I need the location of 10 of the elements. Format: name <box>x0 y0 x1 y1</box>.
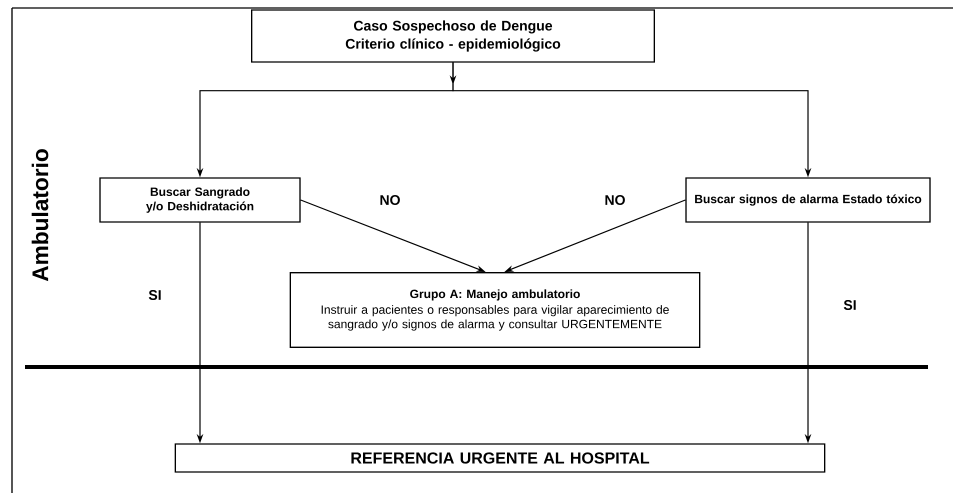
process-box: REFERENCIA URGENTE AL HOSPITAL <box>174 443 826 473</box>
process-box: Grupo A: Manejo ambulatorio Instruir a pacientes o responsables para vigilar aparecimiento de sangrado y/o signos de alarma y consultar URGENTEMENTE <box>290 272 700 348</box>
edge-label: SI <box>842 298 858 312</box>
process-box: Buscar signos de alarma Estado tóxico <box>685 177 931 223</box>
process-box: Caso Sospechoso de Dengue Criterio clínico - epidemiológico <box>251 9 655 63</box>
process-box: Buscar Sangrado y/o Deshidratación <box>99 177 301 223</box>
edge-label: NO <box>378 194 402 206</box>
edge-label: SI <box>147 288 163 302</box>
section-label: Ambulatorio <box>32 149 48 282</box>
edge-label: NO <box>603 194 627 206</box>
